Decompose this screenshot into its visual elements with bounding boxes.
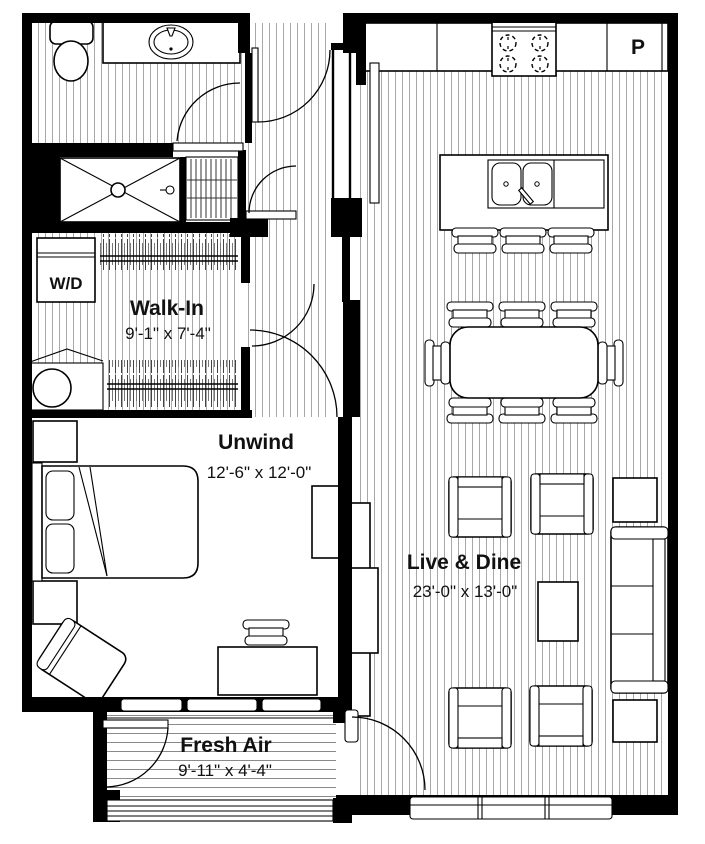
fresh-air-dims: 9'-11" x 4'-4"	[178, 761, 272, 780]
bathroom-door	[172, 82, 244, 152]
washer-dryer-icon	[36, 237, 96, 303]
hanging-rods	[100, 234, 238, 407]
walkin-dims: 9'-1" x 7'-4"	[125, 324, 211, 343]
washer-dryer-label: W/D	[49, 274, 82, 293]
fresh-air-name: Fresh Air	[180, 734, 271, 757]
closet-desk-icon	[29, 348, 104, 411]
living-balcony-door	[344, 709, 426, 791]
unwind-name: Unwind	[218, 431, 294, 454]
desk-icon	[217, 619, 318, 696]
side-table	[612, 699, 658, 743]
living-window	[409, 796, 613, 820]
sofa-icon	[610, 526, 669, 694]
walkin-door-swing	[251, 283, 315, 347]
live-dine-dims: 23'-0" x 13'-0"	[413, 582, 518, 601]
tall-cabinet-icon	[369, 62, 380, 204]
dining-table-icon	[449, 326, 599, 399]
side-table	[612, 477, 658, 523]
bar-stools	[451, 227, 595, 254]
nightstand	[32, 420, 78, 625]
hall-partition	[331, 48, 352, 200]
accent-chair-icon	[36, 617, 127, 704]
bed-icon	[31, 462, 199, 582]
balcony-railing	[106, 799, 334, 822]
linen-shelves-icon	[185, 156, 239, 221]
live-dine-name: Live & Dine	[407, 551, 521, 574]
kitchen-island-icon	[439, 154, 609, 231]
shower-icon	[59, 157, 181, 223]
vanity-sink-icon	[102, 19, 241, 64]
bath-corridor-door	[245, 165, 297, 220]
balcony-gate	[102, 719, 169, 788]
coffee-table-icon	[537, 581, 579, 642]
dresser-icon	[311, 485, 341, 559]
unwind-dims: 12'-6" x 12'-0"	[207, 463, 312, 482]
bedroom-windows	[102, 698, 340, 719]
range-icon	[491, 20, 557, 77]
room-labels: Walk-In 9'-1" x 7'-4" Unwind 12'-6" x 12…	[49, 36, 645, 780]
entry-door	[251, 47, 331, 123]
pantry-label: P	[631, 36, 645, 59]
bedroom-door-swing	[249, 329, 338, 418]
walkin-name: Walk-In	[130, 297, 204, 320]
